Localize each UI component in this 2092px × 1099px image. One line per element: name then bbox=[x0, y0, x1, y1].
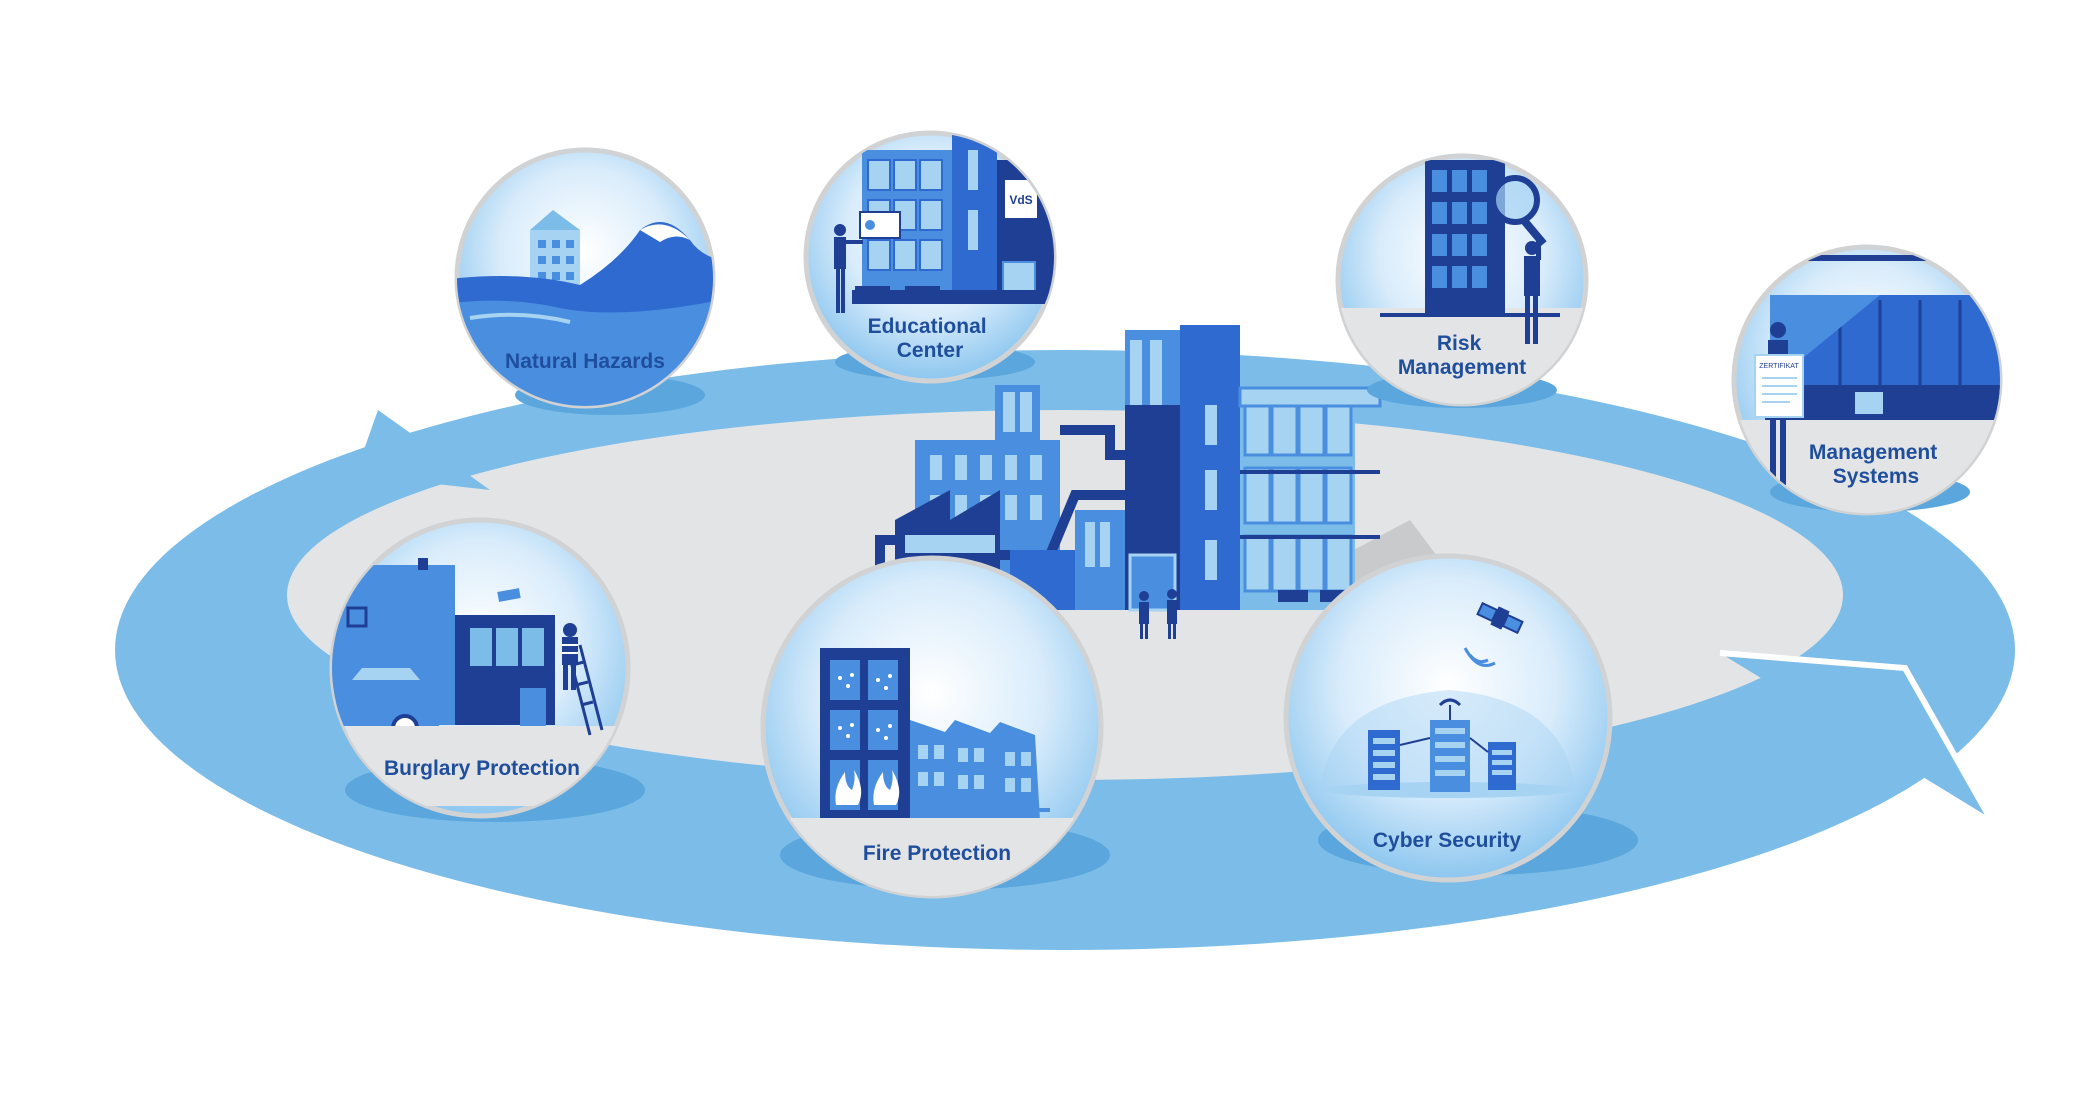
house-burglar-illustration bbox=[332, 558, 628, 806]
bubble-burglary-protection[interactable]: Burglary Protection bbox=[329, 517, 645, 822]
topic-label-cyber-security: Cyber Security bbox=[1373, 829, 1522, 852]
ring-arrow-left bbox=[355, 410, 490, 490]
bubble-natural-hazards[interactable]: Natural Hazards bbox=[440, 147, 720, 420]
bubble-fire-protection[interactable]: Fire Protection bbox=[760, 555, 1110, 899]
bubble-management-systems[interactable]: ZERTIFIKAT Management Systems bbox=[1731, 244, 2015, 540]
bubble-risk-management[interactable]: Risk Management bbox=[1330, 153, 1600, 408]
topic-label-risk-management: Risk Management bbox=[1398, 332, 1526, 379]
bubble-cyber-security[interactable]: Cyber Security bbox=[1283, 553, 1638, 883]
central-building-complex bbox=[875, 325, 1440, 639]
certificate-heading: ZERTIFIKAT bbox=[1759, 363, 1799, 370]
topic-label-educational-center: Educational Center bbox=[868, 315, 993, 362]
shielded-network-illustration bbox=[1320, 601, 1575, 798]
school-building-illustration: VdS bbox=[834, 133, 1054, 313]
ring-arrow-right bbox=[1720, 653, 1990, 818]
vds-logo: VdS bbox=[1009, 193, 1032, 207]
topic-label-burglary-protection: Burglary Protection bbox=[384, 757, 580, 780]
topic-label-management-systems: Management Systems bbox=[1809, 441, 1943, 488]
bubble-educational-center[interactable]: VdS Educational Center bbox=[803, 130, 1072, 384]
topic-label-fire-protection: Fire Protection bbox=[863, 842, 1011, 865]
topic-label-natural-hazards: Natural Hazards bbox=[505, 350, 665, 373]
